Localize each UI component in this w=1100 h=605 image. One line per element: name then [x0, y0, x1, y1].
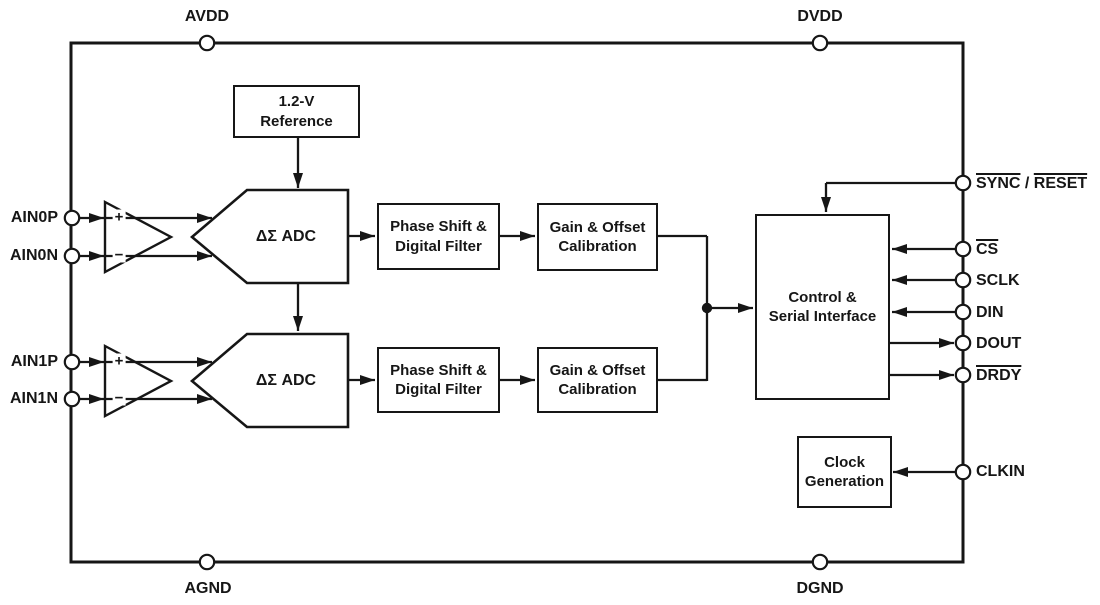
- pin-label-sclk: SCLK: [976, 272, 1020, 289]
- pin-label-sync-reset: SYNC / RESET: [976, 175, 1087, 193]
- pin-label-clkin: CLKIN: [976, 463, 1025, 480]
- pin-label-din: DIN: [976, 304, 1004, 321]
- block-phase-filter-ch1-line1: Phase Shift &: [390, 361, 487, 379]
- pin-label-ain0p: AIN0P: [10, 209, 58, 226]
- block-reference: 1.2-V Reference: [233, 85, 360, 138]
- din-pin: [954, 303, 972, 321]
- block-reference-line1: 1.2-V: [278, 93, 315, 110]
- sync-reset-pin: [954, 174, 972, 192]
- block-gain-cal-ch1: Gain & Offset Calibration: [537, 347, 658, 413]
- pin-label-cs: CS: [976, 241, 999, 258]
- pin-label-dvdd: DVDD: [797, 8, 843, 25]
- adc-ch0-label: ΔΣ ADC: [255, 228, 317, 245]
- adc-ch1-label: ΔΣ ADC: [255, 372, 317, 389]
- cs-pin: [954, 240, 972, 258]
- pin-label-agnd: AGND: [184, 580, 232, 597]
- pin-label-dout: DOUT: [976, 335, 1022, 352]
- block-control-line2: Serial Interface: [768, 308, 877, 325]
- ain1p-pin: [63, 353, 81, 371]
- block-clock-line1: Clock: [824, 453, 865, 471]
- pin-label-ain1p: AIN1P: [10, 353, 58, 370]
- pin-label-dgnd: DGND: [796, 580, 844, 597]
- block-control-line1: Control &: [788, 288, 857, 306]
- ain1n-pin: [63, 390, 81, 408]
- ain0p-pin: [63, 209, 81, 227]
- block-phase-filter-ch0: Phase Shift & Digital Filter: [377, 203, 500, 270]
- block-phase-filter-ch0-line2: Digital Filter: [395, 237, 482, 255]
- block-gain-cal-ch1-line2: Calibration: [558, 381, 637, 398]
- dvdd-pin: [811, 34, 829, 52]
- sclk-pin: [954, 271, 972, 289]
- opamp-ch1-minus-sign: −: [112, 389, 126, 407]
- block-gain-cal-ch0-line1: Gain & Offset: [549, 218, 646, 236]
- block-clock-generation: Clock Generation: [797, 436, 892, 508]
- block-phase-filter-ch0-line1: Phase Shift &: [390, 218, 487, 235]
- block-reference-line2: Reference: [260, 112, 333, 130]
- block-control-serial-interface: Control & Serial Interface: [755, 214, 890, 400]
- dout-pin: [954, 334, 972, 352]
- pin-terminals: [63, 34, 972, 571]
- chip-boundary: [69, 41, 965, 564]
- junction-dot: [701, 302, 713, 314]
- avdd-pin: [198, 34, 216, 52]
- block-phase-filter-ch1: Phase Shift & Digital Filter: [377, 347, 500, 413]
- block-phase-filter-ch1-line2: Digital Filter: [395, 381, 482, 398]
- dgnd-pin: [811, 553, 829, 571]
- agnd-pin: [198, 553, 216, 571]
- drdy-pin: [954, 366, 972, 384]
- opamp-ch0-plus-sign: +: [112, 208, 126, 226]
- block-gain-cal-ch1-line1: Gain & Offset: [549, 361, 646, 379]
- block-gain-cal-ch0: Gain & Offset Calibration: [537, 203, 658, 271]
- pin-label-avdd: AVDD: [184, 8, 230, 25]
- ain0n-pin: [63, 247, 81, 265]
- opamp-ch1-plus-sign: +: [112, 352, 126, 370]
- clkin-pin: [954, 463, 972, 481]
- pin-label-drdy: DRDY: [976, 367, 1022, 384]
- sync-label-part: SYNC: [976, 175, 1021, 192]
- block-clock-line2: Generation: [804, 473, 885, 490]
- opamp-ch0-minus-sign: −: [112, 246, 126, 264]
- opamp-ch0: [103, 200, 174, 274]
- pin-label-ain1n: AIN1N: [9, 390, 58, 407]
- pin-label-ain0n: AIN0N: [9, 247, 58, 264]
- reset-label-part: RESET: [1033, 175, 1088, 192]
- sync-reset-separator: /: [1020, 175, 1034, 192]
- block-gain-cal-ch0-line2: Calibration: [558, 238, 637, 255]
